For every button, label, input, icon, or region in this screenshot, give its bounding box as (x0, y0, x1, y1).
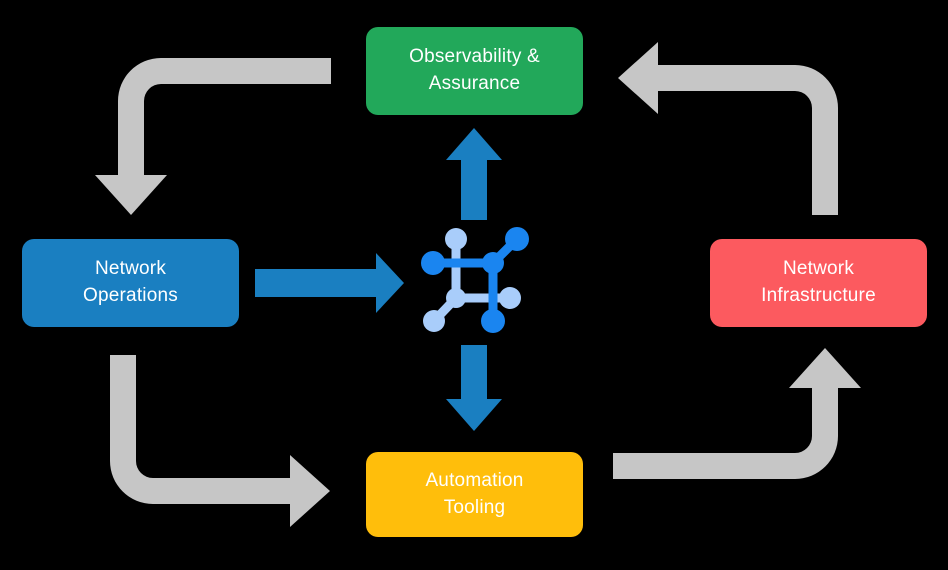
gray-arrow-infrastructure-to-observability (618, 42, 838, 215)
box-automation-tooling[interactable]: Automation Tooling (366, 452, 583, 537)
blue-arrow-center-to-automation (446, 345, 502, 431)
box-network-infrastructure[interactable]: Network Infrastructure (710, 239, 927, 327)
network-topology-icon (421, 227, 529, 333)
blue-arrow-operations-to-center (255, 253, 404, 313)
gray-arrow-observability-to-operations (95, 58, 331, 215)
blue-arrow-center-to-observability (446, 128, 502, 220)
gray-arrow-operations-to-automation (110, 355, 330, 527)
box-observability-assurance[interactable]: Observability & Assurance (366, 27, 583, 115)
box-network-operations[interactable]: Network Operations (22, 239, 239, 327)
gray-arrow-automation-to-infrastructure (613, 348, 861, 479)
